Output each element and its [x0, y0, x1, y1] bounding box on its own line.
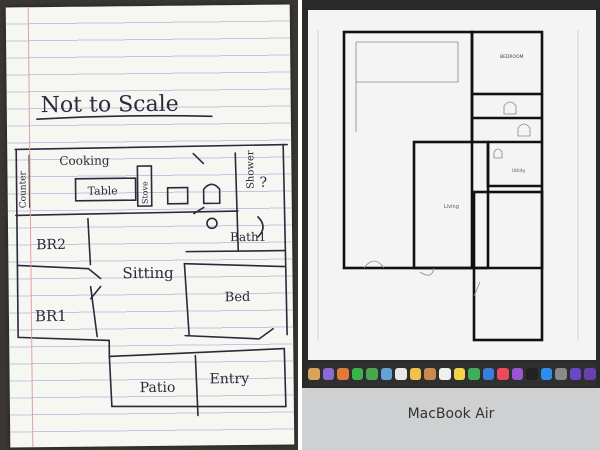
label-question: ? [259, 175, 267, 191]
label-shower: Shower [245, 150, 256, 189]
sketch-sink [206, 217, 218, 230]
laptop-brand: MacBook Air [407, 406, 495, 422]
floor-plan: BEDROOM Living Utility [317, 30, 579, 342]
sketch-br2-side [87, 217, 92, 266]
sketch-wall-bottom-left [17, 336, 111, 358]
tv-icon[interactable] [526, 368, 538, 380]
finder-icon[interactable] [308, 368, 320, 380]
label-br2: BR2 [36, 237, 66, 253]
contacts-icon[interactable] [424, 368, 436, 380]
imovie-icon[interactable] [569, 368, 582, 380]
photos-icon[interactable] [337, 368, 349, 380]
sketch-patio-left [108, 355, 113, 408]
sketch-drawing: Not to Scale Cooking Counter Table Stove… [14, 92, 288, 417]
star-icon[interactable] [584, 368, 596, 380]
door-main [363, 260, 385, 269]
toilet-2 [517, 123, 531, 137]
wall-main-block [342, 30, 474, 270]
sketch-wall-right [282, 143, 288, 336]
sketch-br1-door [89, 285, 102, 300]
appstore-icon[interactable] [540, 368, 553, 380]
sketch-door-swing-2 [193, 206, 205, 215]
wall-bedroom [470, 30, 544, 96]
laptop-bezel [302, 388, 600, 450]
sketch-entry-right [283, 347, 287, 408]
sketch-toilet [202, 183, 221, 205]
sketch-table [74, 177, 137, 202]
laptop-photo: BEDROOM Living Utility MacBook Air [302, 0, 600, 450]
label-counter: Counter [18, 170, 28, 208]
label-stove: Stove [141, 181, 150, 204]
sketch-br2-wall [16, 264, 102, 280]
label-bedroom: BEDROOM [500, 54, 524, 60]
label-bed: Bed [225, 290, 251, 305]
calendar-icon[interactable] [395, 368, 407, 380]
wall-right-column [472, 94, 544, 270]
panel-divider [298, 0, 302, 450]
door-living [419, 267, 435, 276]
wall-utility [486, 142, 542, 188]
sketch-bath-wall-left [234, 152, 240, 252]
sketch-title: Not to Scale [41, 92, 179, 118]
sketch-door-swing [192, 152, 205, 165]
keynote-icon[interactable] [482, 368, 495, 380]
podcasts-icon[interactable] [511, 368, 524, 380]
facetime-icon[interactable] [366, 368, 378, 380]
kitchen-counter [356, 41, 459, 83]
label-utility: Utility [512, 168, 526, 174]
toilet-1 [503, 101, 517, 115]
sketch-photo: Not to Scale Cooking Counter Table Stove… [0, 0, 298, 450]
notes-icon[interactable] [453, 368, 466, 380]
sketch-stove [136, 165, 153, 207]
wall-living [412, 140, 490, 270]
label-cooking: Cooking [59, 153, 110, 168]
photos2-icon[interactable] [409, 368, 422, 380]
label-sitting: Sitting [122, 264, 174, 283]
sketch-kitchen-wall [15, 210, 239, 217]
music-icon[interactable] [497, 368, 509, 380]
label-bath1: Bath1 [230, 230, 266, 244]
sketch-counter-wall [28, 154, 31, 209]
sketch-wall-bottom [108, 347, 286, 358]
sketch-wall-top [14, 143, 288, 151]
door-lower [473, 281, 481, 297]
sketch-fridge [166, 186, 189, 205]
sketch-bath-wall-bottom [185, 249, 286, 253]
maps-icon[interactable] [380, 368, 393, 380]
messages-icon[interactable] [351, 368, 364, 380]
dock [308, 362, 596, 386]
launchpad-icon[interactable] [322, 368, 335, 380]
wall-lower-room [472, 190, 544, 342]
sketch-br1-side [89, 285, 98, 338]
sketch-bed-wall-top [183, 262, 286, 268]
sink-utility [493, 148, 503, 159]
reminders-icon[interactable] [438, 368, 451, 380]
sketch-bed-wall-bottom [184, 327, 274, 340]
settings-icon[interactable] [555, 368, 567, 380]
numbers-icon[interactable] [468, 368, 480, 380]
title-underline [36, 114, 213, 120]
sketch-bed-wall-left [183, 262, 190, 337]
label-entry: Entry [210, 371, 250, 387]
label-table: Table [88, 184, 118, 197]
label-br1: BR1 [35, 307, 67, 325]
dimension-lines [317, 30, 579, 340]
label-patio: Patio [140, 380, 176, 396]
laptop-screen: BEDROOM Living Utility [308, 10, 596, 360]
label-living: Living [444, 204, 459, 210]
lined-paper: Not to Scale Cooking Counter Table Stove… [5, 4, 295, 448]
sketch-wall-left [15, 148, 19, 339]
sketch-entry-divider [194, 354, 199, 417]
sketch-bath-door [257, 216, 264, 238]
sketch-patio-bottom [111, 405, 286, 408]
